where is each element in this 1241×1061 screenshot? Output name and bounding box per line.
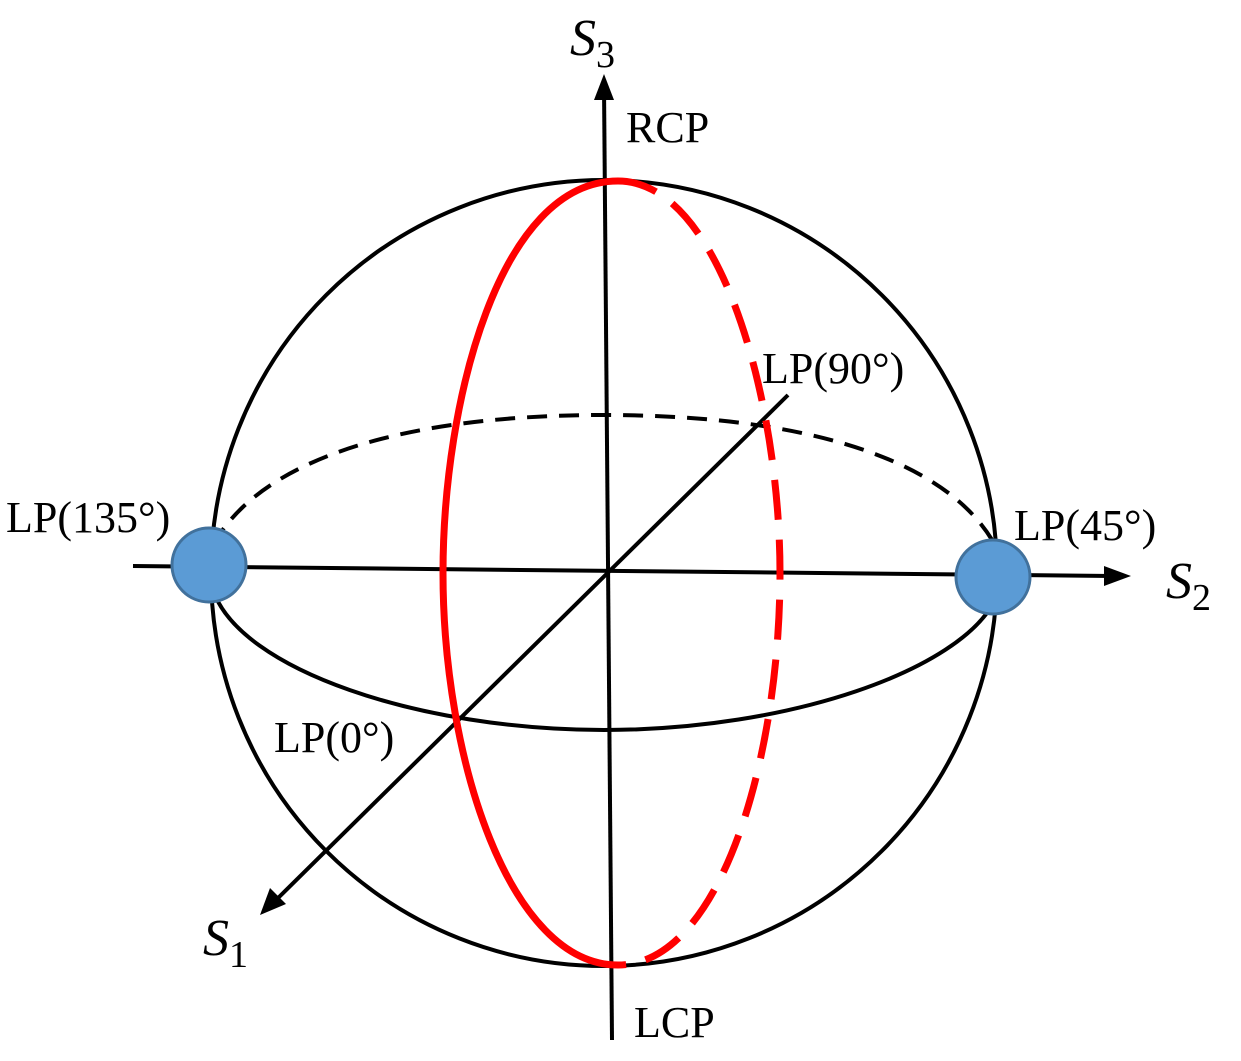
lp-0-label: LP(0°): [274, 713, 394, 762]
lp-90-label: LP(90°): [762, 344, 904, 393]
s3-axis: [599, 84, 614, 1041]
lp-135-label: LP(135°): [6, 493, 170, 542]
equator-front-solid: [211, 589, 997, 733]
lcp-label: LCP: [634, 998, 715, 1047]
s1-arrowhead: [260, 888, 286, 915]
s1-axis-label: S1: [203, 910, 248, 976]
meridian-back-dashed: [617, 177, 784, 969]
lp-45-label: LP(45°): [1014, 501, 1156, 550]
s2-axis-label: S2: [1166, 553, 1211, 619]
equator-back-dashed: [211, 412, 997, 546]
lp-135-marker: [170, 526, 248, 604]
s3-arrowhead: [594, 74, 614, 100]
s2-axis: [132, 564, 1113, 578]
lp-45-marker: [954, 538, 1032, 616]
s3-axis-label: S3: [570, 10, 615, 76]
meridian-front-solid: [439, 177, 619, 969]
rcp-label: RCP: [626, 103, 709, 152]
s1-axis: [272, 393, 790, 904]
s2-arrowhead: [1104, 566, 1131, 586]
